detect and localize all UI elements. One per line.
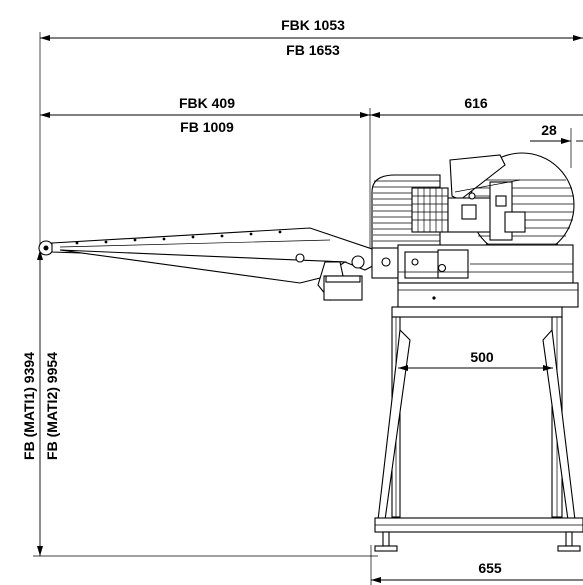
stand-feet <box>374 531 581 552</box>
dimension-conveyor-length: FBK 409 FB 1009 <box>40 95 370 135</box>
blade-cover-ribs <box>470 179 574 245</box>
dim-label-fb-1653: FB 1653 <box>286 42 340 58</box>
carriage-grid <box>412 188 448 232</box>
dimension-base-width: 655 <box>370 545 583 585</box>
conveyor-arm <box>38 227 381 301</box>
dim-label-fb-1009: FB 1009 <box>180 119 234 135</box>
dimension-slicer-width: 616 <box>369 95 583 250</box>
dimension-total-width: FBK 1053 FB 1653 <box>39 17 583 250</box>
stand: 500 <box>374 306 583 552</box>
conveyor-rivets <box>75 230 282 245</box>
dimension-blade-offset: 28 <box>530 122 583 168</box>
dim-label-fbk-409: FBK 409 <box>179 95 235 111</box>
dim-label-28: 28 <box>541 122 557 138</box>
dim-label-fbk-1053: FBK 1053 <box>281 17 345 33</box>
dim-label-500: 500 <box>470 349 494 365</box>
motor-box <box>323 275 363 301</box>
slicer-housing <box>371 152 579 308</box>
dim-label-height-mat1: FB (MATI1) 9394 <box>21 352 37 460</box>
dim-label-655: 655 <box>478 560 502 576</box>
dimension-height: FB (MATI1) 9394 FB (MATI2) 9954 <box>21 250 378 557</box>
dim-label-616: 616 <box>464 95 488 111</box>
dim-label-height-mat2: FB (MATI2) 9954 <box>44 352 60 460</box>
